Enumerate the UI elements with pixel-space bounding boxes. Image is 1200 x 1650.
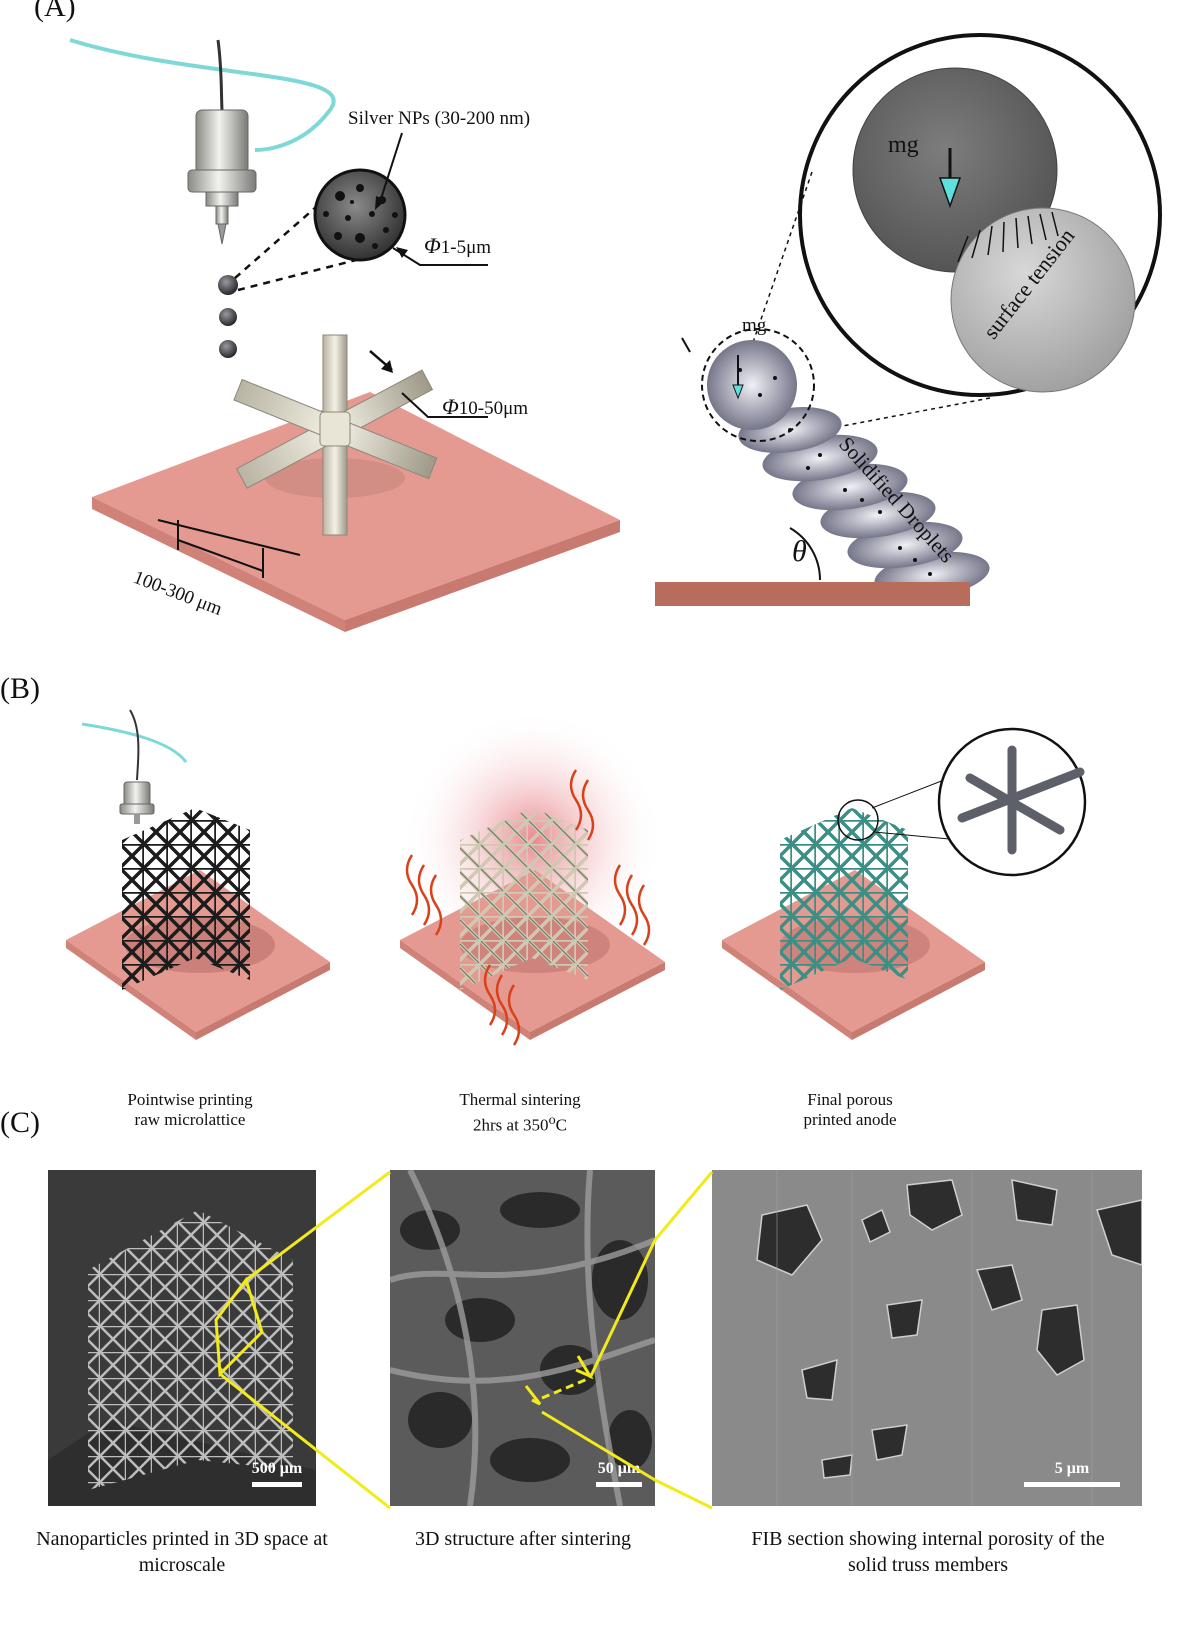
final-anode-scene [722,727,1087,1040]
droplet [218,275,238,295]
sem-image-fib: 5 μm [712,1170,1142,1506]
droplet [219,308,237,326]
base-bar [655,582,970,606]
droplet-diameter-value: 1-5μm [440,237,492,258]
step3-line2: printed anode [803,1110,897,1129]
scale-label-500: 500 μm [251,1460,303,1477]
step2-temp: 2hrs at 350 [473,1115,549,1135]
cyan-tube [69,38,336,152]
step3-caption: Final porous printed anode [740,1090,960,1130]
phi-symbol: Φ [442,394,459,419]
strut-diameter-value: 10-50μm [458,398,529,419]
fib-micrograph [756,1170,1142,1506]
printer-nozzle-icon [187,109,257,245]
step2-degree: o [548,1112,556,1128]
raw-microlattice-scene [66,709,330,1040]
mg-inset-label: mg [888,132,919,158]
sintered-micrograph [390,1170,655,1506]
strut-diameter-label: Φ10-50μm [442,394,528,420]
step2-line1: Thermal sintering [459,1090,581,1109]
theta-label: θ [792,535,807,568]
scale-bar [252,1482,302,1487]
sem-image-lattice: 500 μm [48,1170,316,1506]
nanoparticle-magnified-droplet [313,168,407,262]
caption-c3: FIB section showing internal porosity of… [751,1528,1105,1576]
mg-droplet-label: mg [742,315,767,336]
panel-a-label: (A) [34,0,76,23]
step1-line1: Pointwise printing [127,1090,253,1109]
panel-b-illustration [66,709,1087,1046]
printer-nozzle-icon [119,781,155,824]
caption-c2: 3D structure after sintering [414,1528,632,1550]
zoom-connectors [214,1170,714,1510]
droplet-diameter-label: Φ1-5μm [424,233,491,259]
panel-c-label: (C) [0,1106,40,1139]
thermal-sintering-scene [400,710,665,1046]
solidified-droplets-column [681,328,990,599]
step2-unit: C [555,1115,567,1135]
heat-waves-icon [405,769,651,1046]
single-node-structure [233,334,438,536]
black-cable [216,39,224,111]
droplet [219,340,237,358]
silver-nps-label: Silver NPs (30-200 nm) [348,108,531,129]
substrate-plate [92,392,620,632]
caption-c1: Nanoparticles printed in 3D space at mic… [36,1528,328,1576]
porous-node-inset [937,727,1087,877]
lattice-micrograph [48,1210,316,1506]
surface-tension-inset [798,33,1162,397]
panel-b-label: (B) [0,672,40,705]
scale-bar [1024,1482,1120,1487]
scale-bar [596,1482,642,1487]
step1-caption: Pointwise printing raw microlattice [80,1090,300,1130]
step3-line1: Final porous [807,1090,893,1109]
step1-line2: raw microlattice [134,1110,246,1129]
phi-symbol: Φ [424,233,441,258]
panel-a-illustration [69,33,1162,632]
step2-line2: 2hrs at 350oC [410,1110,630,1136]
sem-image-sintered: 50 μm [390,1170,655,1506]
step2-caption: Thermal sintering 2hrs at 350oC [410,1090,630,1136]
scale-label-5: 5 μm [1054,1460,1090,1477]
